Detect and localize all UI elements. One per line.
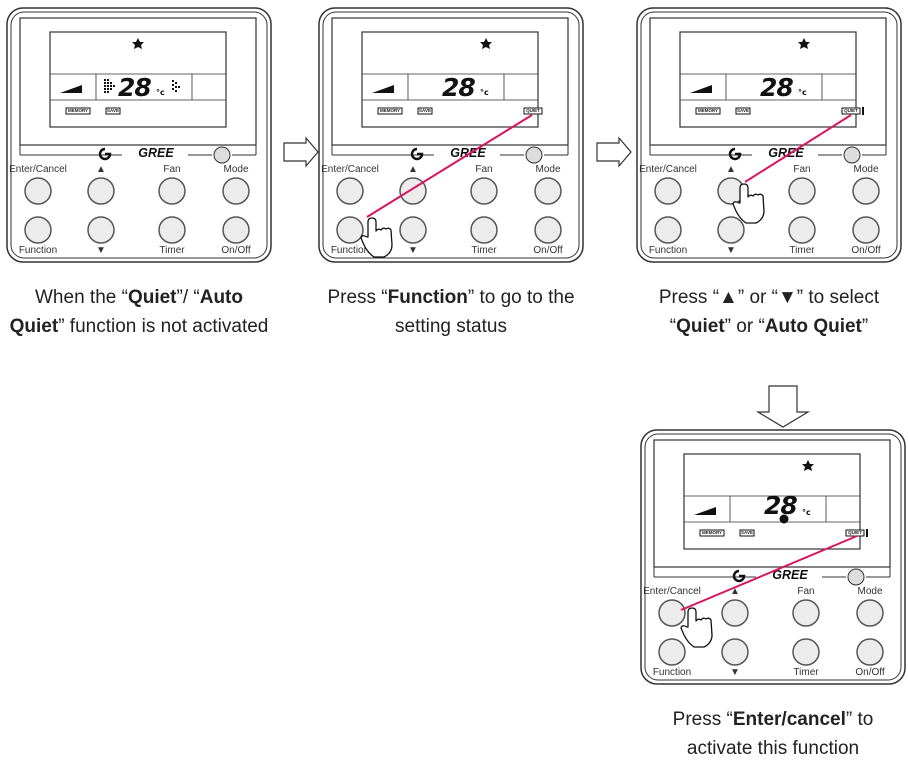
fan-label: Fan [475, 164, 493, 175]
mode-label: Mode [857, 586, 883, 597]
fan-label: Fan [163, 164, 181, 175]
lcd-save: SAVE [737, 108, 749, 113]
down-label: ▼ [730, 667, 740, 678]
brand-logo: GREE [765, 146, 807, 160]
caption-step-2: Press “Function” to go to the setting st… [327, 287, 575, 337]
on-off-label: On/Off [533, 245, 563, 256]
lcd-quiet: QUIET [844, 108, 858, 113]
up-label: ▲ [408, 164, 418, 175]
lcd-quiet: QUIET [526, 108, 540, 113]
lcd-temperature: 28 [442, 73, 476, 102]
caption-step-1: When the “Quiet”/ “Auto Quiet” function … [9, 287, 269, 337]
fan-label: Fan [797, 586, 815, 597]
on-off-label: On/Off [851, 245, 881, 256]
lcd-unit: °c [802, 508, 811, 517]
timer-label: Timer [471, 245, 497, 256]
right-arrow-icon [596, 136, 632, 168]
lcd-memory: MEMORY [379, 108, 401, 113]
down-label: ▼ [726, 245, 736, 256]
fan-label: Fan [793, 164, 811, 175]
up-label: ▲ [96, 164, 106, 175]
remote-panel-3: 28 °c MEMORY SAVE QUIET GREE Enter/Cance… [636, 7, 902, 263]
lcd-save: SAVE [741, 530, 753, 535]
brand-logo: GREE [447, 146, 489, 160]
caption-step-3: Press “▲” or “▼” to select “Quiet” or “A… [658, 287, 880, 337]
lcd-quiet: QUIET [848, 530, 862, 535]
enter-cancel-label: Enter/Cancel [321, 164, 379, 175]
function-label: Function [652, 667, 692, 678]
timer-label: Timer [789, 245, 815, 256]
brand-logo: GREE [769, 568, 811, 582]
lcd-memory: MEMORY [67, 108, 89, 113]
function-label: Function [330, 245, 370, 256]
on-off-label: On/Off [221, 245, 251, 256]
function-label: Function [648, 245, 688, 256]
on-off-label: On/Off [855, 667, 885, 678]
mode-label: Mode [853, 164, 879, 175]
brand-logo: GREE [135, 146, 177, 160]
caption-step-4: Press “Enter/cancel” to activate this fu… [672, 709, 874, 759]
lcd-memory: MEMORY [701, 530, 723, 535]
function-label: Function [18, 245, 58, 256]
remote-panel-2: 28 °c MEMORY SAVE QUIET GREE Enter/Cance… [318, 7, 584, 263]
mode-label: Mode [535, 164, 561, 175]
remote-panel-1: 28 °c MEMORY SAVE GREE Enter/Cancel ▲ Fa… [6, 7, 272, 263]
lcd-temperature: 28 [764, 491, 798, 520]
lcd-unit: °c [156, 88, 165, 97]
right-arrow-icon [283, 136, 319, 168]
timer-label: Timer [159, 245, 185, 256]
lcd-unit: °c [480, 88, 489, 97]
up-label: ▲ [726, 164, 736, 175]
up-label: ▲ [730, 586, 740, 597]
down-arrow-icon [755, 385, 811, 428]
lcd-save: SAVE [107, 108, 119, 113]
enter-cancel-label: Enter/Cancel [639, 164, 697, 175]
down-label: ▼ [96, 245, 106, 256]
enter-cancel-label: Enter/Cancel [9, 164, 67, 175]
down-label: ▼ [408, 245, 418, 256]
remote-panel-4: 28 °c MEMORY SAVE QUIET GREE Enter/Cance… [640, 429, 906, 685]
lcd-temperature: 28 [118, 73, 152, 102]
lcd-unit: °c [798, 88, 807, 97]
lcd-memory: MEMORY [697, 108, 719, 113]
mode-label: Mode [223, 164, 249, 175]
lcd-temperature: 28 [760, 73, 794, 102]
enter-cancel-label: Enter/Cancel [643, 586, 701, 597]
timer-label: Timer [793, 667, 819, 678]
lcd-save: SAVE [419, 108, 431, 113]
